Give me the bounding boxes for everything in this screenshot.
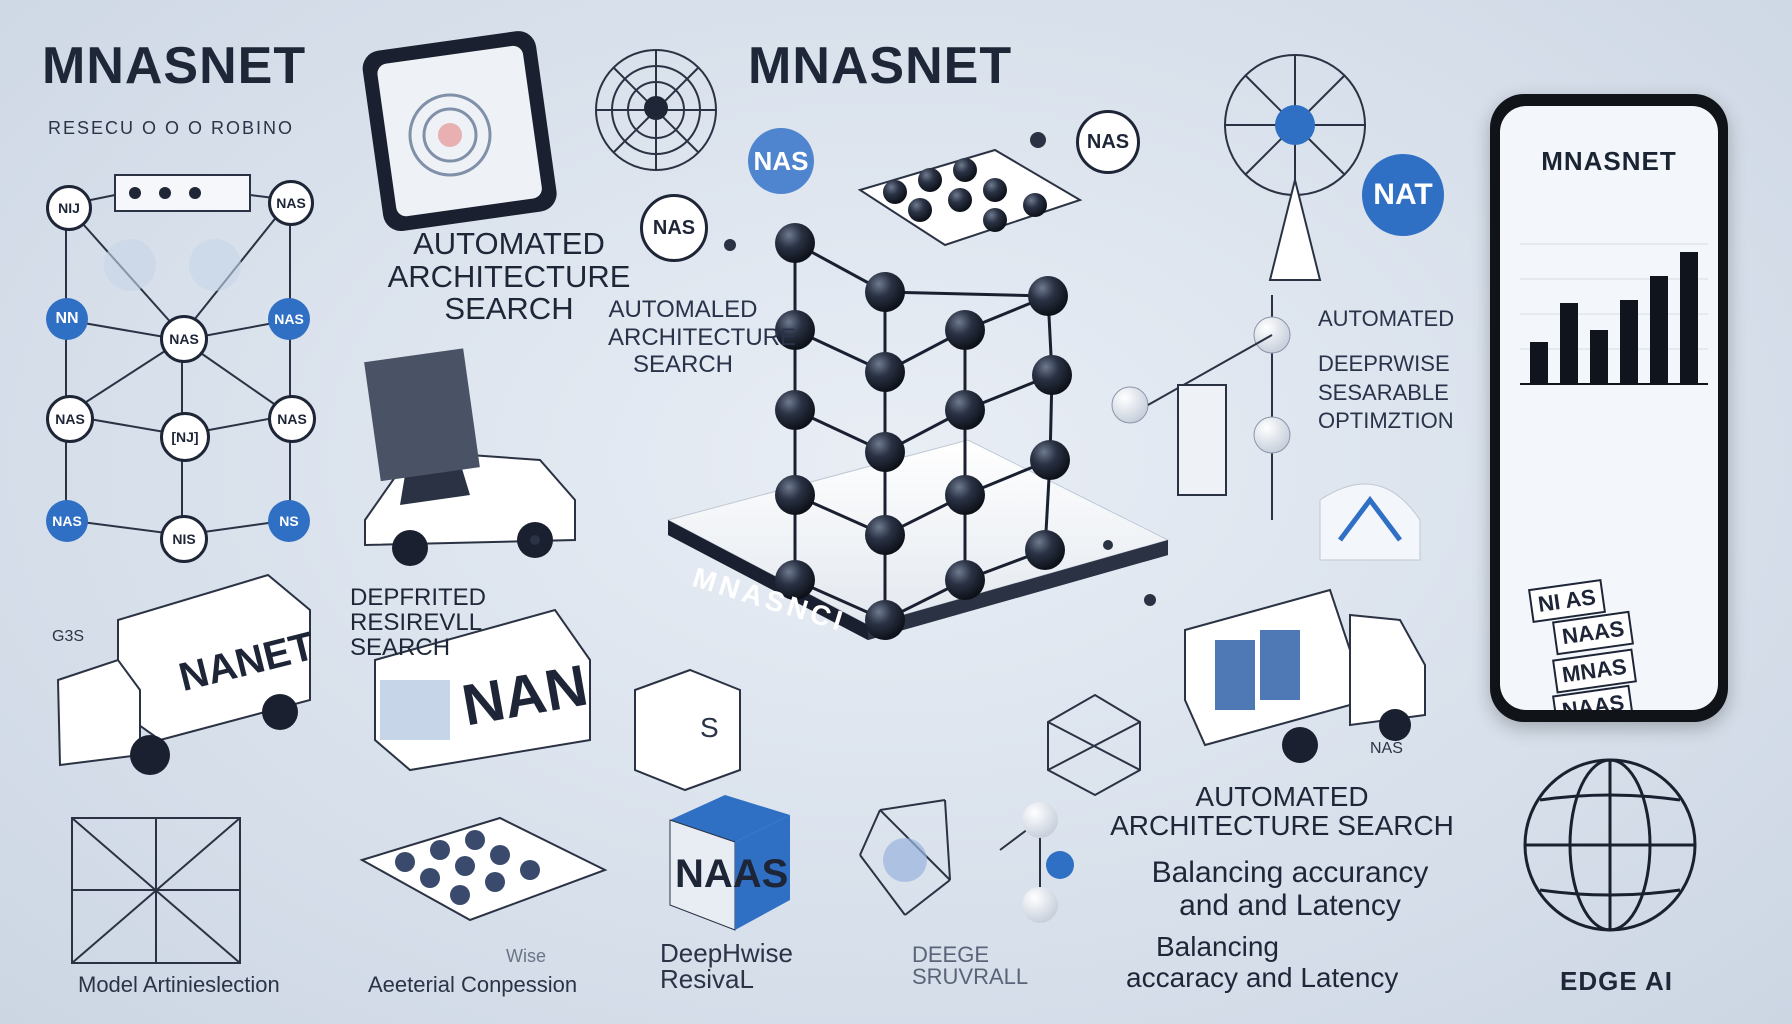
node-badge: NIJ	[46, 185, 92, 231]
node-badge: NIS	[160, 515, 208, 563]
balancing-label-1: Balancing accurancy and and Latency	[1151, 856, 1429, 922]
left-wireframe	[71, 817, 241, 964]
node-badge: NN	[46, 298, 88, 340]
phone-chart-bar	[1680, 252, 1698, 384]
left-bottom-caption: Model Artinieslection	[78, 972, 280, 997]
left-truck-illustration	[56, 573, 311, 775]
phone-bar-chart	[1520, 243, 1708, 385]
box-letter: S	[700, 712, 719, 743]
cube-letters: NAAS	[675, 852, 789, 896]
bottom-automated-label: AUTOMATED ARCHITECTURE SEARCH	[1110, 781, 1454, 842]
left-network-graph	[65, 194, 291, 536]
center-title: MNASNET	[748, 37, 1013, 95]
left-truck-note: G3S	[52, 628, 85, 645]
phone-chart-bar	[1650, 276, 1668, 384]
center-nas-cube-badge: NAS	[640, 194, 708, 262]
phone-chart-bar	[1620, 300, 1638, 384]
wire-cube	[1047, 693, 1141, 797]
depthwise-separable-label: DEEPRWISE SESARABLE OPTIMZTION	[1318, 351, 1454, 434]
lattice-nodes	[775, 223, 1072, 640]
phone-chart-bar	[1590, 330, 1608, 384]
node-badge: NAS	[160, 315, 208, 363]
node-badge: NAS	[46, 500, 88, 542]
right-truck-illustration	[1184, 588, 1426, 763]
phone-title: MNASNET	[1541, 146, 1677, 176]
right-nas-pin: NAS	[1076, 110, 1140, 174]
phone-chart-bar	[1560, 303, 1578, 384]
node-badge: NAS	[268, 395, 316, 443]
balancing-label-2: Balancing accaracy and Latency	[1126, 931, 1399, 993]
wise-note: Wise	[506, 946, 546, 966]
right-automated-small: AUTOMATED	[1318, 306, 1455, 331]
phone-chart-bar	[1530, 342, 1548, 384]
right-truck-note: NAS	[1370, 740, 1403, 757]
nas-cube	[669, 795, 790, 931]
node-badge: [NJ]	[160, 412, 210, 462]
nat-badge: NAT	[1362, 154, 1444, 236]
deege-label: DEEGE SRUVRALL	[912, 942, 1029, 989]
second-bottom-caption: Aeeterial Conpession	[368, 972, 578, 997]
automated-architecture-search-label: AUTOMATED ARCHITECTURE SEARCH	[387, 226, 631, 327]
node-badge: NAS	[268, 180, 314, 226]
center-automated-label: AUTOMALED ARCHITECTURE SEARCH	[608, 296, 797, 379]
mnasnet-platform	[666, 439, 1170, 640]
edge-ai-label: EDGE AI	[1560, 966, 1673, 996]
tablet-illustration	[362, 31, 557, 232]
deephwise-label: DeepHwise ResivaL	[660, 938, 793, 994]
phone-device: MNASNET NI AS NAAS MNAS NAAS	[1490, 94, 1728, 722]
globe-icon	[1523, 758, 1697, 932]
left-scribble: RESECU O O O ROBINO	[48, 118, 295, 138]
phone-screen: MNASNET NI AS NAAS MNAS NAAS	[1500, 106, 1718, 710]
left-title: MNASNET	[42, 37, 307, 95]
node-badge: NAS	[268, 298, 310, 340]
deprited-search-label: DEPFRITED RESIREVLL SEARCH	[350, 584, 487, 662]
node-badge: NS	[268, 500, 310, 542]
center-nas-badge: NAS	[748, 128, 814, 194]
node-badge: NAS	[46, 395, 94, 443]
